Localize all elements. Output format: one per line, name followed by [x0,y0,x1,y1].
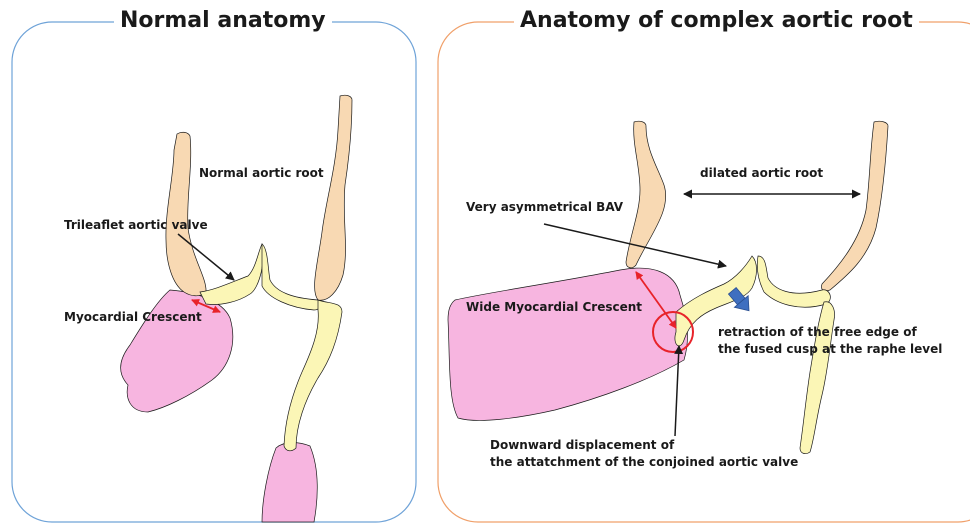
left-leaflet-right [262,244,320,310]
left-lower-myocardium [262,443,317,523]
right-leaflet-right [757,256,830,307]
left-myocardium [121,290,233,412]
trileaflet-label: Trileaflet aortic valve [64,218,208,234]
left-septal-wall [284,300,342,451]
right-aortic-wall-left [626,121,666,268]
asymmetrical-bav-label: Very asymmetrical BAV [466,200,623,216]
dilated-root-label: dilated aortic root [700,166,823,182]
myocardial-crescent-label: Myocardial Crescent [64,310,202,326]
right-aortic-wall-right [821,121,888,291]
left-panel-title: Normal anatomy [114,10,332,32]
left-panel-frame [12,22,416,522]
left-aortic-wall-right [315,95,352,300]
downward-label-line1: Downward displacement of [490,438,674,454]
normal-root-label: Normal aortic root [199,166,324,182]
right-myocardium [448,268,687,420]
downward-label-line2: the attatchment of the conjoined aortic … [490,455,798,471]
right-panel-title: Anatomy of complex aortic root [514,10,919,32]
left-leaflet-left [200,244,263,305]
left-aortic-wall-left [166,132,206,296]
wide-crescent-label: Wide Myocardial Crescent [466,300,642,316]
retraction-label-line2: the fused cusp at the raphe level [718,342,942,358]
retraction-label-line1: retraction of the free edge of [718,325,917,341]
